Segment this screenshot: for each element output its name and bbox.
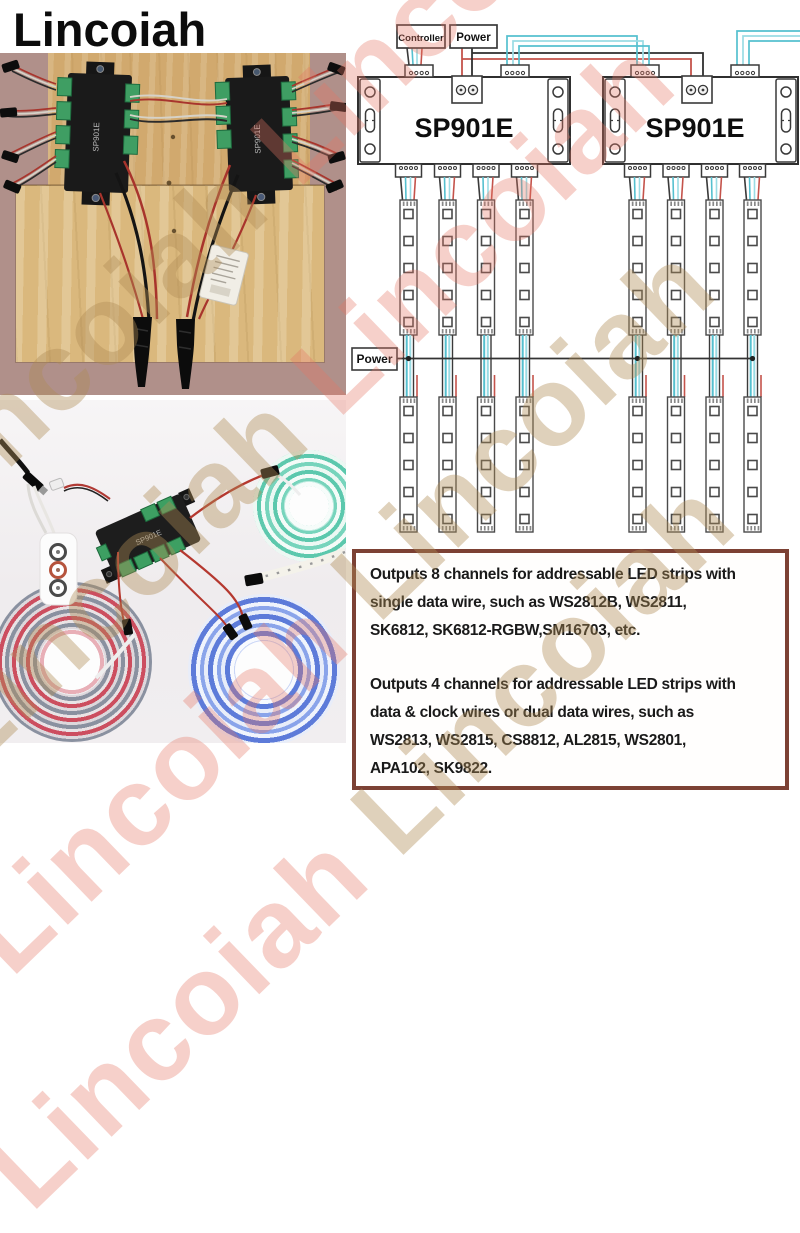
plywood-lower-panel [16, 185, 324, 362]
watermark-text: Lincoiah [0, 810, 391, 1232]
board-photo: SP901E SP901E [0, 53, 346, 395]
power-source-label: Power [456, 32, 491, 44]
dc-barrel-plug [22, 471, 49, 496]
strip-photo-overlay: SP901E [0, 438, 346, 680]
feature-paragraph-4ch: Outputs 4 channels for addressable LED s… [370, 676, 736, 777]
board-screws [166, 134, 177, 234]
reel-hub [235, 641, 293, 699]
sp901e-device: SP901E [95, 488, 201, 584]
power-source-box: Power [449, 24, 498, 49]
board-photo-overlay: SP901E SP901E [0, 59, 346, 389]
led-strips-bottom-row [399, 396, 762, 533]
down-wires [98, 160, 258, 322]
brand-logo: Lincoiah [13, 3, 207, 56]
remote-leads [26, 483, 111, 534]
unit-label: SP901E [645, 113, 744, 143]
jst-plugs-right [325, 62, 346, 194]
hang-tag-label [199, 244, 249, 306]
reel-hub [44, 634, 100, 690]
reel-hub [289, 486, 329, 526]
white-strip-tail [260, 547, 346, 582]
led-reel-red [0, 582, 152, 742]
feature-paragraph-8ch: Outputs 8 channels for addressable LED s… [370, 566, 736, 639]
wire-bundles-right [291, 66, 341, 191]
led-remote [39, 532, 78, 606]
strip-hookup-wires [117, 472, 302, 629]
led-reel-blue [188, 594, 340, 743]
strip-reels-photo: SP901E [0, 400, 346, 743]
sp901e-unit-right: SP901E [602, 64, 799, 165]
feature-description-box: Outputs 8 channels for addressable LED s… [352, 549, 789, 790]
controller-source-label: Controller [398, 33, 444, 44]
controller-device-left: SP901E [54, 61, 141, 206]
white-jst-connector [49, 477, 65, 491]
sp901e-unit-left: SP901E [357, 64, 571, 165]
power-bus-label: Power [356, 352, 392, 366]
wiring-diagram: Controller Power SP901E SP901E [351, 24, 800, 533]
dc-power-cable [0, 438, 31, 475]
controller-feed-wires [406, 47, 423, 66]
strip-link-cables [402, 334, 762, 398]
data-loop-wires [506, 30, 800, 65]
output-connectors [394, 163, 767, 201]
device-label: SP901E [91, 122, 101, 152]
centre-cross-wires [129, 94, 228, 123]
wire-bundles-left [6, 64, 57, 191]
unit-label: SP901E [414, 113, 513, 143]
jst-plugs-left [0, 59, 22, 194]
strip-jst-connectors [121, 465, 280, 641]
white-strip-plug [94, 572, 264, 680]
led-strips-top-row [399, 199, 762, 336]
device-label: SP901E [253, 124, 263, 154]
controller-device-right: SP901E [214, 64, 300, 205]
power-bus: Power [351, 347, 756, 371]
controller-source-box: Controller [396, 24, 446, 49]
taped-connectors [133, 317, 195, 389]
